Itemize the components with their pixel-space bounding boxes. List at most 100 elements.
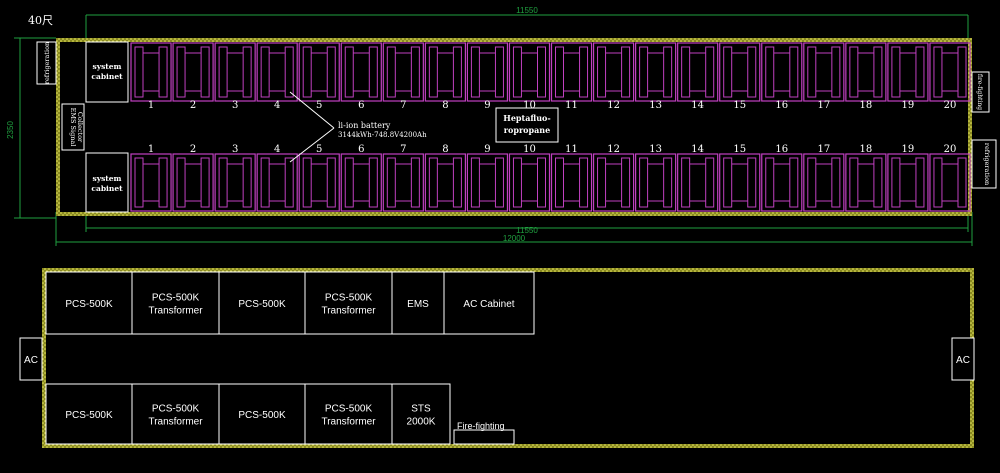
rack-number-top-14: 14 xyxy=(691,100,704,111)
system-cabinet-bottom-label-1: system xyxy=(93,174,122,183)
rack-number-top-10: 10 xyxy=(523,100,536,111)
refrigeration-right-unit xyxy=(971,139,997,189)
equipment-bottom-label-2: PCS-500K xyxy=(152,404,200,415)
rack-number-bottom-11: 11 xyxy=(565,144,578,155)
battery-rack-top-15 xyxy=(719,42,761,102)
equipment-bottom-label-5: 2000K xyxy=(407,417,436,428)
rack-number-bottom-8: 8 xyxy=(442,144,448,155)
battery-rack-bottom-11 xyxy=(550,153,593,212)
equipment-top-label-5: EMS xyxy=(407,299,429,310)
battery-racks-bottom-row xyxy=(130,153,971,212)
fire-fighting-right-unit xyxy=(971,71,990,113)
fire-fighting-label: Fire-fighting xyxy=(457,421,505,431)
rack-number-bottom-13: 13 xyxy=(649,144,662,155)
equipment-bottom-label-5: STS xyxy=(411,404,431,415)
equipment-bottom-2: PCS-500K Transformer xyxy=(131,383,220,445)
battery-rack-top-16 xyxy=(761,42,803,102)
battery-rack-top-9 xyxy=(466,42,509,102)
equipment-top-5: EMS xyxy=(391,271,445,335)
battery-rack-top-8 xyxy=(424,42,467,102)
system-cabinet-bottom-label-2: cabinet xyxy=(91,184,123,193)
rack-number-top-20: 20 xyxy=(944,100,957,111)
rack-number-bottom-1: 1 xyxy=(148,144,154,155)
rack-number-top-16: 16 xyxy=(775,100,788,111)
rack-number-bottom-16: 16 xyxy=(775,144,788,155)
equipment-top-row: PCS-500KPCS-500KTransformerPCS-500KPCS-5… xyxy=(45,271,535,335)
rack-number-top-19: 19 xyxy=(902,100,915,111)
battery-rack-bottom-3 xyxy=(214,153,256,212)
system-cabinet-bottom xyxy=(85,152,129,213)
battery-rack-top-7 xyxy=(382,42,424,102)
page-title: 40尺 xyxy=(28,14,53,27)
battery-rack-bottom-12 xyxy=(592,153,635,212)
battery-rack-bottom-18 xyxy=(845,153,887,212)
battery-rack-bottom-17 xyxy=(803,153,845,212)
system-cabinet-top xyxy=(85,41,129,103)
battery-rack-bottom-8 xyxy=(424,153,467,212)
refrigeration-right-label: refrigeration xyxy=(983,143,991,185)
rack-number-bottom-5: 5 xyxy=(316,144,322,155)
rack-number-top-4: 4 xyxy=(274,100,280,111)
battery-rack-top-5 xyxy=(298,42,340,102)
equipment-bottom-label-3: PCS-500K xyxy=(238,410,286,421)
top-container-walls xyxy=(56,38,972,216)
ems-collector-label-1: EMS Signal xyxy=(69,108,77,147)
ac-left-unit xyxy=(19,337,43,381)
rack-number-bottom-12: 12 xyxy=(607,144,620,155)
equipment-top-3: PCS-500K xyxy=(218,271,306,335)
ac-left-label: AC xyxy=(24,355,38,366)
rack-number-bottom-18: 18 xyxy=(860,144,873,155)
ems-signal-collector xyxy=(61,103,85,151)
rack-number-top-13: 13 xyxy=(649,100,662,111)
battery-rack-top-17 xyxy=(803,42,845,102)
battery-rack-bottom-2 xyxy=(172,153,214,212)
battery-rack-bottom-9 xyxy=(466,153,509,212)
battery-rack-top-10 xyxy=(508,42,551,102)
battery-leader-lines xyxy=(289,91,335,163)
battery-rack-bottom-1 xyxy=(130,153,172,212)
equipment-top-label-2: PCS-500K xyxy=(152,293,200,304)
battery-rack-top-11 xyxy=(550,42,593,102)
ac-right-label: AC xyxy=(956,355,970,366)
battery-rack-bottom-13 xyxy=(634,153,677,212)
equipment-bottom-3: PCS-500K xyxy=(218,383,306,445)
rack-number-bottom-9: 9 xyxy=(484,144,490,155)
rack-number-top-7: 7 xyxy=(400,100,406,111)
equipment-top-6: AC Cabinet xyxy=(443,271,535,335)
battery-label-line2: 3144kWh-748.8V4200Ah xyxy=(338,131,427,139)
rack-number-top-9: 9 xyxy=(484,100,490,111)
ems-collector-label-2: Collector xyxy=(76,112,84,143)
rack-number-bottom-19: 19 xyxy=(902,144,915,155)
equipment-bottom-5: STS 2000K xyxy=(391,383,451,445)
battery-rack-top-4 xyxy=(256,42,298,102)
rack-number-bottom-15: 15 xyxy=(733,144,746,155)
battery-rack-top-14 xyxy=(677,42,719,102)
battery-rack-top-19 xyxy=(887,42,929,102)
agent-label-2: ropropane xyxy=(504,125,550,135)
rack-number-top-3: 3 xyxy=(232,100,238,111)
battery-rack-top-18 xyxy=(845,42,887,102)
rack-number-top-8: 8 xyxy=(442,100,448,111)
rack-number-top-18: 18 xyxy=(860,100,873,111)
fire-fighting-right-label: fire-fighting xyxy=(976,74,983,110)
battery-rack-bottom-16 xyxy=(761,153,803,212)
rack-number-top-11: 11 xyxy=(565,100,578,111)
rack-number-bottom-3: 3 xyxy=(232,144,238,155)
refrigeration-left-label: refrigeration xyxy=(43,42,51,84)
heptafluoropropane-unit xyxy=(495,107,559,143)
rack-number-top-1: 1 xyxy=(148,100,154,111)
battery-rack-top-13 xyxy=(634,42,677,102)
rack-number-top-17: 17 xyxy=(817,100,830,111)
battery-rack-bottom-14 xyxy=(677,153,719,212)
battery-rack-bottom-10 xyxy=(508,153,551,212)
rack-number-bottom-20: 20 xyxy=(944,144,957,155)
rack-number-bottom-14: 14 xyxy=(691,144,704,155)
rack-number-bottom-10: 10 xyxy=(523,144,536,155)
equipment-bottom-label-2: Transformer xyxy=(148,417,203,428)
equipment-top-label-4: PCS-500K xyxy=(325,293,373,304)
equipment-top-label-1: PCS-500K xyxy=(65,299,113,310)
